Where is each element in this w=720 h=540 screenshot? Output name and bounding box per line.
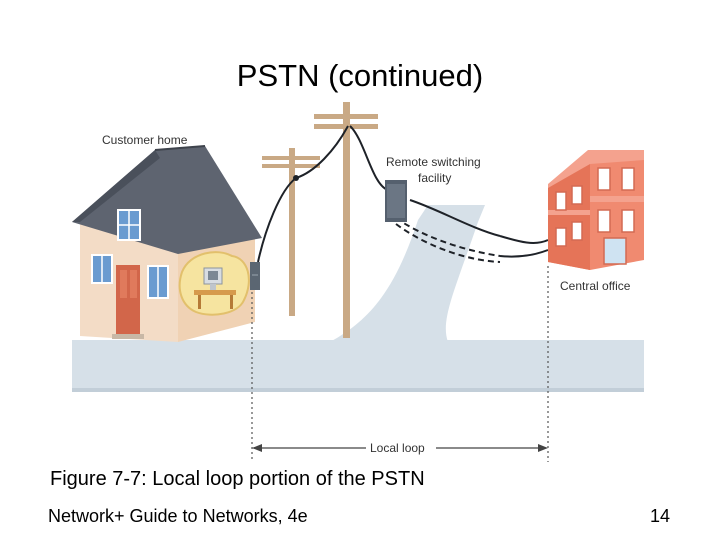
label-customer-home: Customer home	[102, 133, 188, 147]
label-remote-switching-line2: facility	[418, 171, 451, 185]
office-roof	[548, 150, 644, 188]
roads	[72, 205, 644, 392]
local-loop-guides	[251, 266, 549, 462]
central-office-building	[548, 150, 644, 270]
label-remote-switching-line1: Remote switching	[386, 155, 481, 169]
local-loop-arrow	[252, 444, 548, 452]
figure-caption: Figure 7-7: Local loop portion of the PS…	[50, 468, 425, 490]
side-road	[330, 205, 485, 342]
remote-switching-box	[385, 180, 407, 222]
label-local-loop: Local loop	[370, 441, 425, 455]
utility-pole-left	[262, 148, 320, 316]
network-interface-device	[250, 262, 260, 290]
main-road	[72, 340, 644, 392]
slide-title: PSTN (continued)	[236, 58, 484, 93]
utility-pole-right	[314, 102, 378, 338]
footer-book-title: Network+ Guide to Networks, 4e	[48, 506, 308, 526]
page-number: 14	[649, 506, 670, 526]
customer-house	[72, 145, 262, 342]
label-central-office: Central office	[560, 279, 631, 293]
office-door	[603, 237, 627, 265]
main-road-shadow	[72, 388, 644, 392]
telephone-wires	[257, 125, 549, 263]
